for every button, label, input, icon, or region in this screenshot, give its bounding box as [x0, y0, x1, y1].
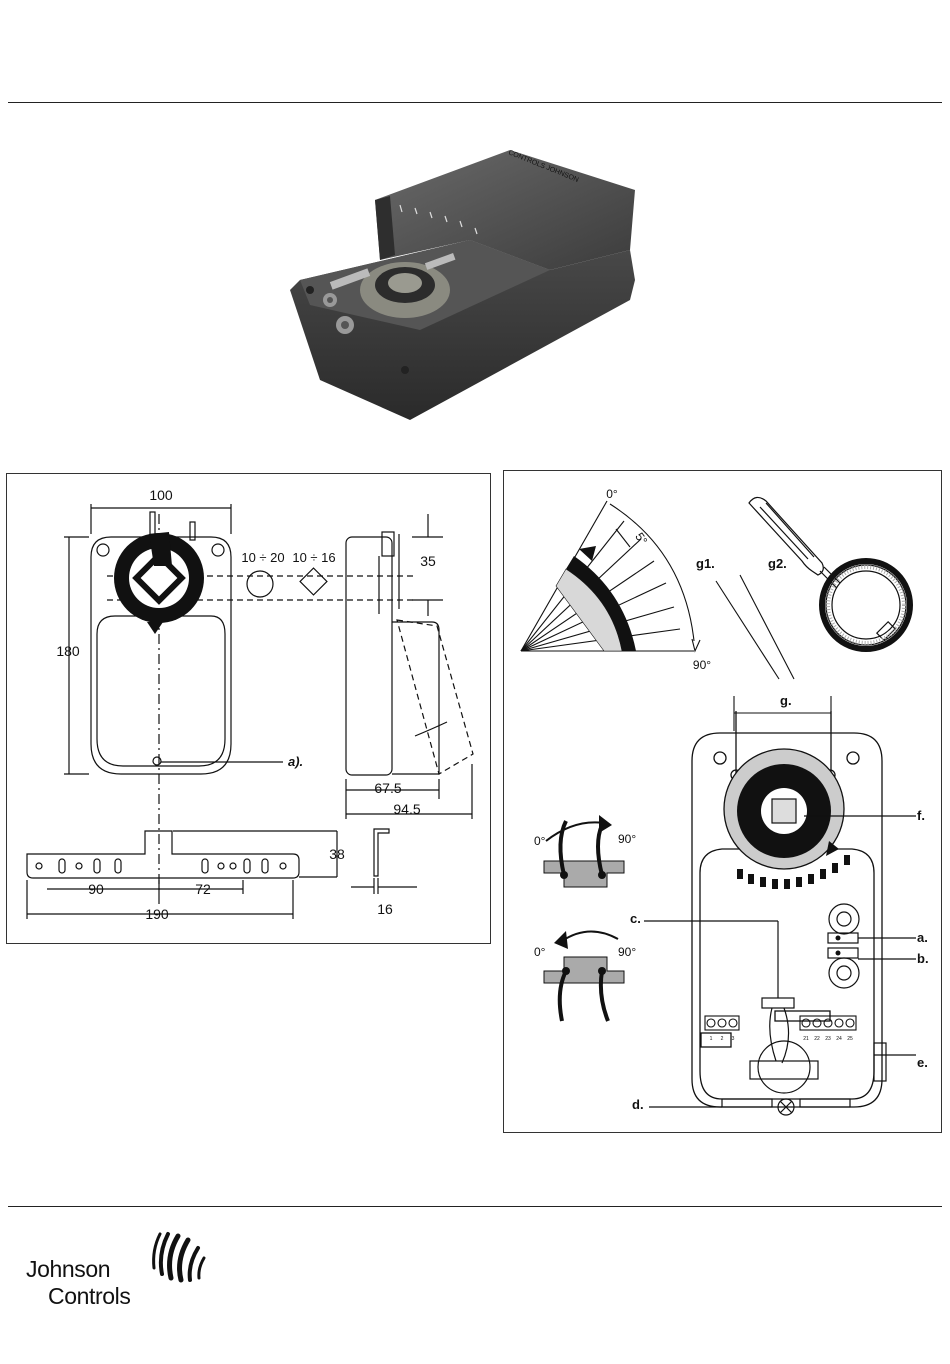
dim-square-shaft-label: 10 ÷ 16 [292, 550, 335, 565]
label-d: d. [632, 1097, 644, 1112]
dim-bracket-left-label: 90 [88, 881, 104, 897]
dim-side-top-label: 35 [420, 553, 436, 569]
label-c: c. [630, 911, 641, 926]
actuator-product-image: CONTROLS JOHNSON [280, 130, 650, 430]
mounting-bracket-outline [27, 831, 299, 878]
terminal-24: 24 [836, 1036, 842, 1042]
terminal-21: 21 [803, 1036, 809, 1042]
limit-switches [828, 904, 916, 988]
rotation-cw-diagram [544, 815, 624, 887]
label-b: b. [917, 951, 929, 966]
dim-bracket-right-label: 72 [195, 881, 211, 897]
terminal-1: 1 [710, 1036, 713, 1042]
logo-word-1: Johnson [26, 1256, 110, 1283]
dim-bracket-total-label: 190 [145, 906, 169, 922]
footer-rule [8, 1206, 942, 1207]
terminal-blocks [705, 1016, 856, 1030]
ccw-end-label: 90° [618, 945, 636, 959]
johnson-controls-logo: Johnson Controls [26, 1228, 216, 1314]
cw-end-label: 90° [618, 832, 636, 846]
terminal-2: 2 [721, 1036, 724, 1042]
terminal-25: 25 [847, 1036, 853, 1042]
logo-word-2: Controls [48, 1283, 130, 1310]
dim-bracket-thickness-label: 16 [377, 901, 393, 917]
label-g: g. [780, 693, 792, 708]
dim-height-label: 180 [56, 643, 80, 659]
dim-depth-1-label: 67.5 [374, 780, 401, 796]
rotation-ccw-diagram [544, 931, 624, 1021]
dim-depth-2-label: 94.5 [393, 801, 420, 817]
dim-width-label: 100 [149, 487, 173, 503]
cw-start-label: 0° [534, 834, 546, 848]
header-rule [8, 102, 942, 103]
angle-zero-label: 0° [606, 487, 618, 501]
settings-wiring-panel: 1 2 3 21 22 23 24 25 [503, 470, 942, 1133]
label-g2: g2. [768, 556, 787, 571]
ccw-start-label: 0° [534, 945, 546, 959]
dim-round-shaft-label: 10 ÷ 20 [241, 550, 284, 565]
terminal-3: 3 [732, 1036, 735, 1042]
angle-ninety-label: 90° [693, 658, 711, 672]
side-view-outline [346, 537, 392, 775]
logo-mark-icon [146, 1228, 208, 1290]
dim-bracket-height-label: 38 [329, 846, 345, 862]
terminal-22: 22 [814, 1036, 820, 1042]
terminal-23: 23 [825, 1036, 831, 1042]
label-f: f. [917, 808, 925, 823]
mounting-dimensions-panel: 100 180 10 ÷ 20 10 ÷ 16 35 67.5 94.5 a).… [6, 473, 491, 944]
label-e: e. [917, 1055, 928, 1070]
callout-a-label: a). [288, 754, 303, 769]
label-g1: g1. [696, 556, 715, 571]
label-a: a. [917, 930, 928, 945]
